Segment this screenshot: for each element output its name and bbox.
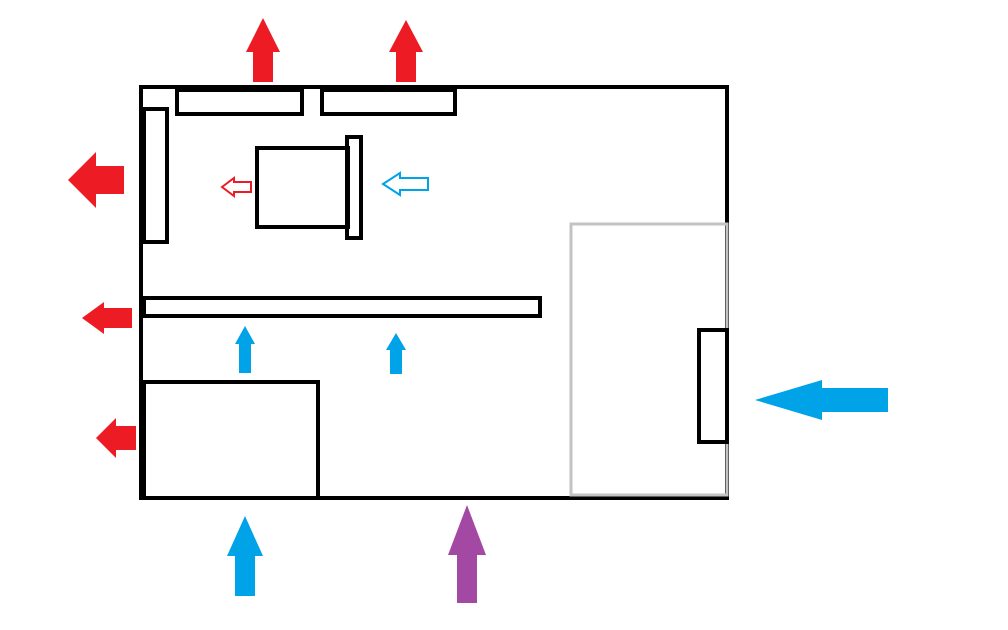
inner-component-box: [255, 146, 350, 229]
enclosure-layout: [139, 85, 729, 500]
horizontal-shelf: [142, 296, 542, 318]
exhaust-arrow-left-lower: [96, 418, 136, 458]
exhaust-arrow-left-middle: [82, 302, 132, 334]
bottom-left-compartment: [142, 380, 320, 500]
right-side-vent: [697, 328, 729, 444]
component-fan-plate: [345, 135, 363, 240]
left-side-vent: [142, 107, 169, 244]
top-vent-right: [320, 88, 457, 116]
exhaust-arrow-component-outline: [220, 176, 252, 198]
exhaust-arrow-top-left: [246, 18, 280, 82]
exhaust-arrow-top-right: [389, 20, 423, 82]
intake-arrow-bottom: [227, 516, 263, 596]
enclosure-outline: [139, 85, 729, 500]
exhaust-arrow-left-upper: [68, 152, 124, 208]
intake-arrow-component-outline: [381, 171, 429, 197]
mixed-arrow-bottom: [448, 505, 486, 603]
top-vent-left: [175, 88, 304, 116]
intake-arrow-right: [755, 380, 888, 420]
intake-arrow-shelf-right: [386, 333, 406, 374]
intake-arrow-shelf-left: [235, 326, 255, 373]
